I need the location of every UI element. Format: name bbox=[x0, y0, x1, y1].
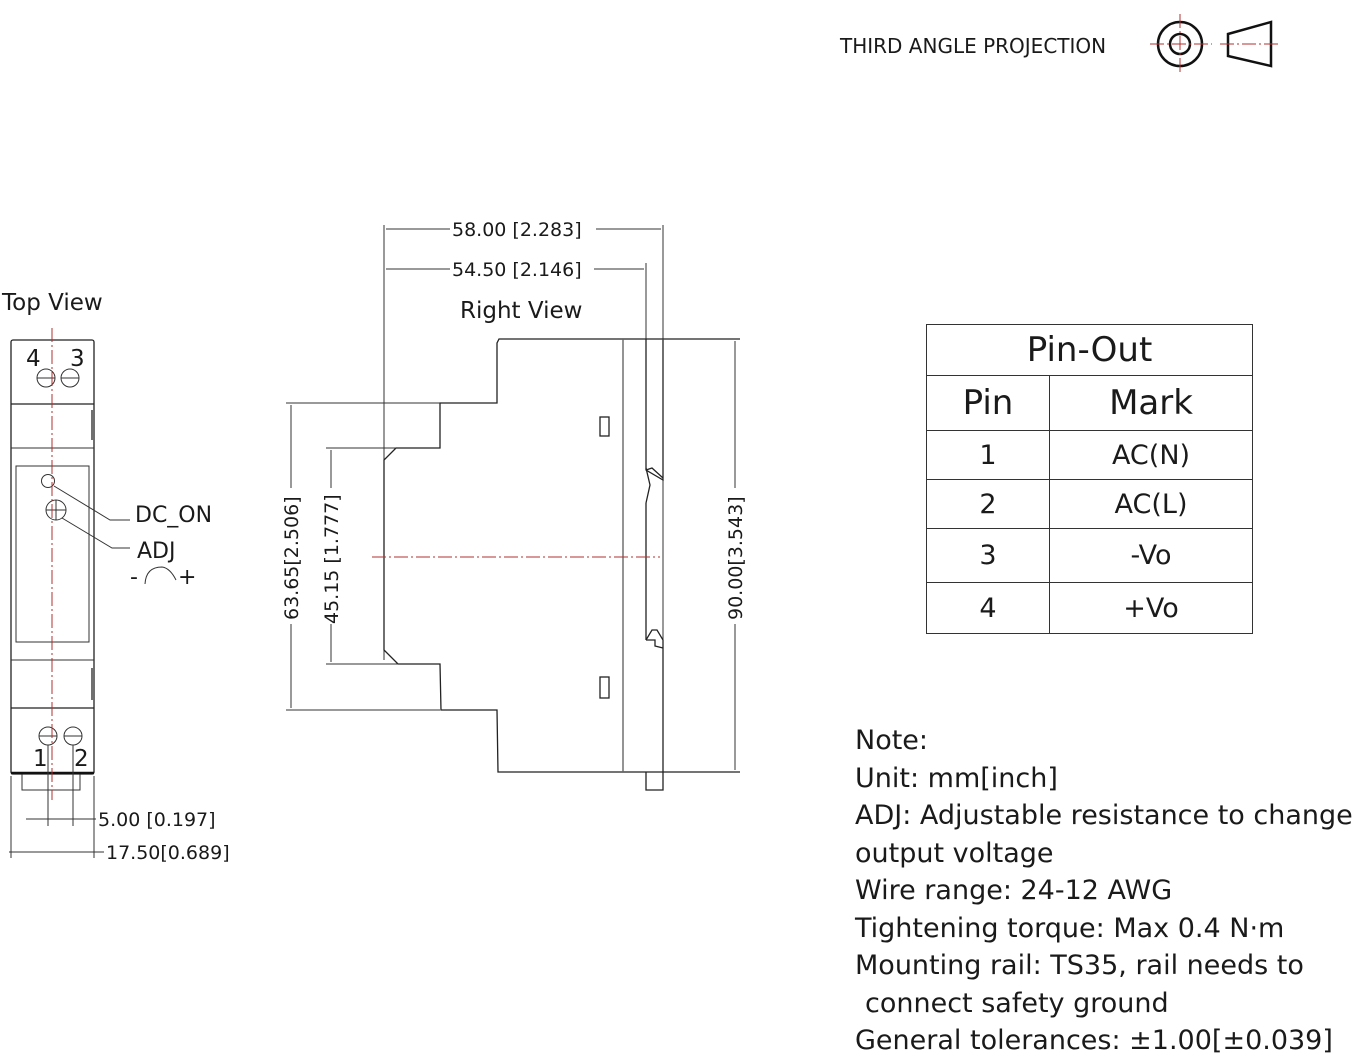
right-view-title: Right View bbox=[460, 298, 582, 324]
table-row: 2 AC(L) bbox=[926, 479, 1253, 529]
pin-mark: +Vo bbox=[1049, 582, 1253, 634]
right-view-outline bbox=[383, 338, 740, 791]
adj-plus: + bbox=[178, 565, 196, 590]
top-view-title: Top View bbox=[1, 290, 103, 316]
terminal-label-1: 1 bbox=[33, 746, 48, 772]
pin-number: 3 bbox=[926, 528, 1050, 583]
adj-minus: - bbox=[130, 565, 138, 590]
pin-number: 1 bbox=[926, 430, 1050, 480]
table-row: 4 +Vo bbox=[926, 582, 1253, 634]
depth-body-dimension bbox=[386, 263, 647, 340]
pin-header: Pin bbox=[926, 375, 1050, 431]
adj-potentiometer-icon bbox=[45, 499, 67, 521]
width-value: 17.50[0.689] bbox=[106, 842, 230, 864]
projection-label: THIRD ANGLE PROJECTION bbox=[839, 34, 1106, 58]
truncated-cone-icon bbox=[1220, 20, 1280, 68]
dc-on-led-icon bbox=[41, 474, 55, 488]
mark-header: Mark bbox=[1049, 375, 1253, 431]
adj-label: ADJ bbox=[137, 539, 175, 564]
notes-block: Note: Unit: mm[inch] ADJ: Adjustable res… bbox=[855, 722, 1353, 1060]
dc-on-label: DC_ON bbox=[135, 503, 212, 528]
note-line: Wire range: 24-12 AWG bbox=[855, 875, 1173, 906]
note-line: Tightening torque: Max 0.4 N·m bbox=[855, 912, 1285, 944]
table-row: 3 -Vo bbox=[926, 528, 1253, 583]
height-front-value: 45.15 [1.777] bbox=[321, 494, 343, 624]
height-mid-value: 63.65[2.506] bbox=[281, 496, 303, 620]
note-line: ADJ: Adjustable resistance to change bbox=[855, 800, 1353, 831]
concentric-circles-icon bbox=[1150, 14, 1212, 74]
pin-mark: AC(N) bbox=[1049, 430, 1253, 480]
height-total-value: 90.00[3.543] bbox=[725, 496, 747, 620]
pin-number: 2 bbox=[926, 479, 1050, 529]
table-row: 1 AC(N) bbox=[926, 430, 1253, 480]
depth-body-value: 54.50 [2.146] bbox=[452, 259, 582, 281]
pin-number: 4 bbox=[926, 582, 1050, 634]
width-dimension bbox=[9, 776, 104, 858]
rotation-arc-icon bbox=[144, 566, 177, 585]
note-line: Mounting rail: TS35, rail needs to bbox=[855, 950, 1304, 981]
pin-pitch-dimension bbox=[26, 745, 96, 826]
pin-mark: -Vo bbox=[1049, 528, 1253, 583]
screw-terminal-icon bbox=[38, 726, 83, 746]
terminal-label-2: 2 bbox=[74, 746, 89, 772]
terminal-label-3: 3 bbox=[70, 346, 85, 372]
adj-leader bbox=[61, 517, 130, 549]
pin-out-table: Pin-Out Pin Mark 1 AC(N) 2 AC(L) 3 -Vo 4… bbox=[926, 324, 1253, 634]
note-line: Unit: mm[inch] bbox=[855, 762, 1058, 794]
note-heading: Note: bbox=[855, 725, 929, 756]
dc-on-leader bbox=[53, 485, 130, 521]
pin-mark: AC(L) bbox=[1049, 479, 1253, 529]
pin-out-title: Pin-Out bbox=[926, 324, 1253, 376]
note-line: connect safety ground bbox=[865, 987, 1169, 1019]
screw-terminal-icon bbox=[36, 368, 80, 388]
pin-pitch-value: 5.00 [0.197] bbox=[98, 809, 216, 831]
height-front-dimension bbox=[326, 447, 398, 665]
note-line: output voltage bbox=[855, 837, 1054, 869]
depth-total-value: 58.00 [2.283] bbox=[452, 219, 582, 241]
height-mid-dimension bbox=[286, 402, 440, 711]
terminal-label-4: 4 bbox=[26, 346, 41, 372]
note-line: General tolerances: ±1.00[±0.039] bbox=[855, 1025, 1333, 1056]
